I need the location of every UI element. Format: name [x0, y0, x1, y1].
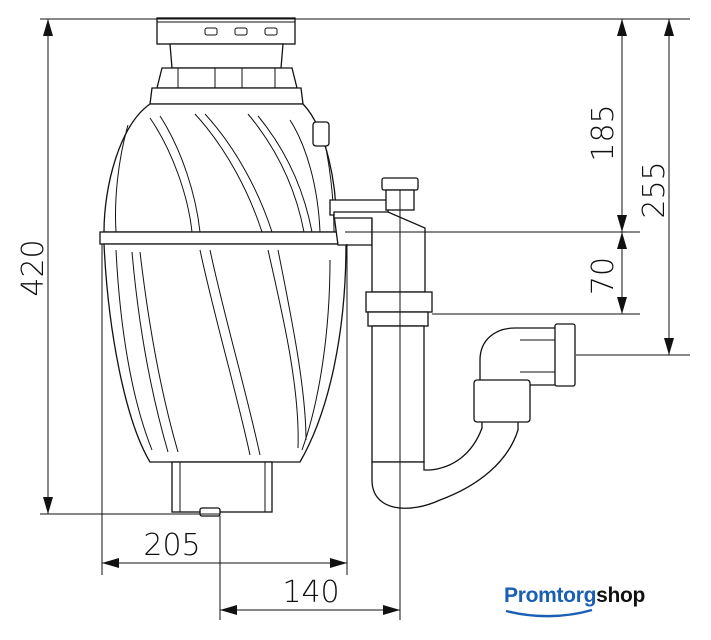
dim-label-420: 420 — [16, 239, 51, 296]
dim-label-185: 185 — [586, 104, 621, 161]
promtorgshop-logo: Promtorgshop — [504, 584, 646, 618]
dim-label-255: 255 — [637, 161, 672, 218]
outlet-end — [554, 323, 576, 387]
outlet-pipe — [329, 177, 576, 600]
dimension-total-height: 420 — [16, 19, 53, 514]
u-trap — [371, 419, 519, 509]
dimension-outlet-offset: 140 — [220, 575, 400, 615]
motor-housing — [171, 461, 273, 513]
dim-label-140: 140 — [282, 575, 339, 610]
dim-label-205: 205 — [143, 528, 200, 563]
logo-brand-text: Promtorg — [504, 584, 597, 607]
upper-shell — [103, 103, 337, 233]
dimension-upper-height: 185 — [586, 19, 627, 232]
disposer-body — [99, 17, 347, 517]
logo-swoosh-icon — [505, 608, 593, 618]
dimension-pipe-height: 70 — [586, 232, 627, 314]
side-switch — [312, 121, 330, 147]
dim-label-70: 70 — [586, 257, 621, 295]
dimension-outlet-height: 255 — [637, 19, 674, 355]
middle-band — [99, 231, 339, 245]
neck — [169, 43, 284, 69]
extension-lines — [40, 18, 690, 620]
pipe-cap — [381, 177, 419, 191]
logo-suffix-text: shop — [596, 584, 646, 607]
dimension-body-width: 205 — [102, 528, 347, 568]
